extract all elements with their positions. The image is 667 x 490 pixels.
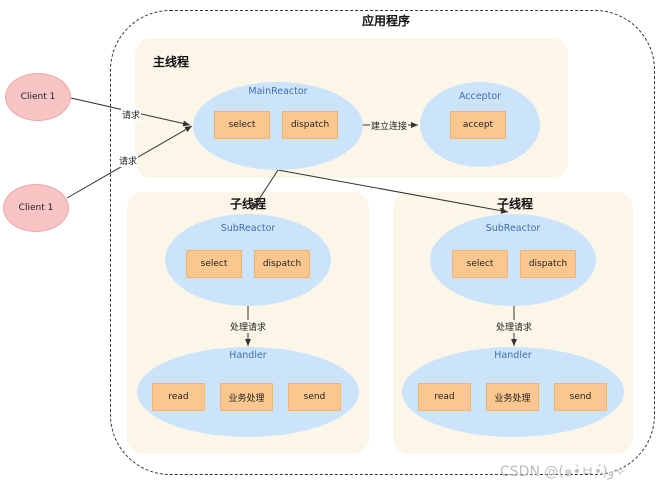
sub-thread-title-1: 子线程 (230, 197, 267, 211)
handler-business-1: 业务处理 (220, 383, 273, 411)
main-reactor-dispatch: dispatch (282, 111, 338, 139)
main-reactor-label: MainReactor (248, 86, 308, 97)
handler-send-2: send (554, 383, 607, 411)
request-label-2: 请求 (118, 154, 139, 167)
handler-read-1: read (152, 383, 205, 411)
client-node-2: Client 1 (3, 184, 69, 232)
application-boundary (110, 10, 655, 475)
main-thread-title: 主线程 (153, 55, 190, 69)
connect-label: 建立连接 (370, 119, 409, 132)
acceptor-label: Acceptor (458, 91, 502, 102)
handler-label-2: Handler (494, 350, 532, 361)
process-label-2: 处理请求 (495, 320, 534, 333)
sub-reactor-select-2: select (452, 250, 508, 278)
handler-send-1: send (288, 383, 341, 411)
handler-label-1: Handler (229, 350, 267, 361)
sub-reactor-dispatch-2: dispatch (520, 250, 576, 278)
process-label-1: 处理请求 (229, 320, 268, 333)
client-label-2: Client 1 (18, 203, 54, 213)
sub-reactor-label-1: SubReactor (220, 223, 276, 234)
main-reactor-select: select (214, 111, 270, 139)
csdn-watermark: CSDN @(๑•̀ㅂ•́)و✧ (500, 464, 627, 480)
sub-thread-title-2: 子线程 (497, 197, 534, 211)
acceptor-accept: accept (450, 111, 506, 139)
client-label-1: Client 1 (20, 92, 56, 102)
sub-reactor-select-1: select (186, 250, 242, 278)
handler-read-2: read (418, 383, 471, 411)
handler-business-2: 业务处理 (486, 383, 539, 411)
client-node-1: Client 1 (5, 73, 71, 121)
sub-reactor-label-2: SubReactor (485, 223, 541, 234)
application-title: 应用程序 (362, 14, 411, 28)
sub-reactor-dispatch-1: dispatch (254, 250, 310, 278)
request-label-1: 请求 (121, 108, 142, 121)
